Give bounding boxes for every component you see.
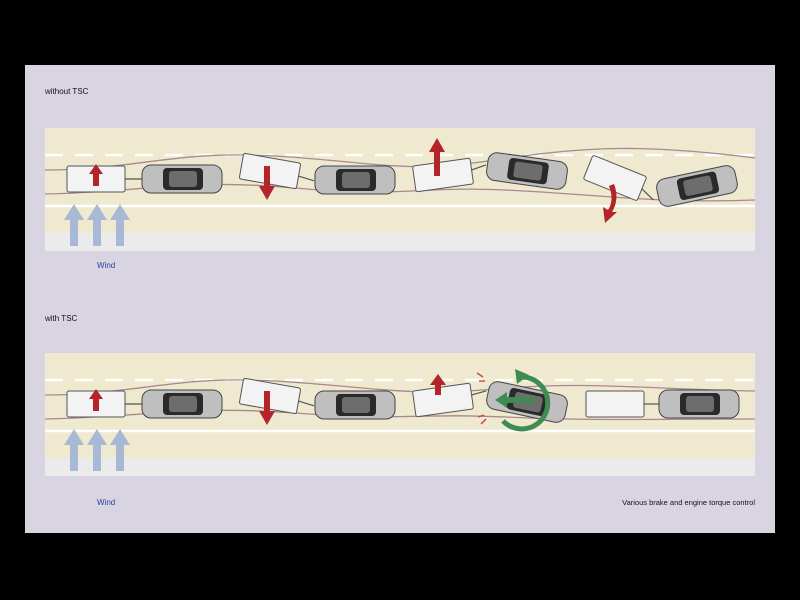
slide: without TSC	[25, 65, 775, 533]
wind-arrow-icon	[110, 204, 130, 246]
road-shoulder	[45, 233, 755, 251]
trailer-3	[412, 382, 487, 418]
trailer-4	[585, 390, 659, 418]
wind-arrows	[64, 204, 130, 246]
panel-with-tsc	[45, 353, 755, 476]
car-2	[314, 390, 396, 420]
road-diagram-with-tsc	[45, 353, 755, 476]
path-line-upper	[45, 379, 755, 396]
road-diagram-without-tsc	[45, 128, 755, 251]
green-arrow-left-icon	[495, 392, 535, 408]
red-arrow-up-icon	[430, 374, 446, 395]
car-3	[486, 152, 568, 190]
green-arrowhead-icon	[515, 369, 529, 384]
trailer-4	[583, 155, 654, 201]
wind-arrow-icon	[110, 429, 130, 471]
car-1	[141, 389, 223, 419]
panel-label-with-tsc: with TSC	[45, 314, 78, 323]
trailer-3	[412, 157, 487, 193]
panel-label-without-tsc: without TSC	[45, 87, 89, 96]
red-arrow-down-icon	[259, 391, 275, 425]
wind-arrows	[64, 429, 130, 471]
panel-without-tsc	[45, 128, 755, 251]
wind-arrow-icon	[87, 429, 107, 471]
wind-arrow-icon	[87, 204, 107, 246]
red-arrow-down-icon	[603, 184, 617, 223]
green-rotation-arrow-icon	[501, 374, 551, 432]
car-4	[658, 389, 740, 419]
car-2	[314, 165, 396, 195]
red-arrow-down-icon	[259, 166, 275, 200]
brake-marks-icon	[476, 372, 487, 425]
car-1	[141, 164, 223, 194]
car-4	[656, 165, 738, 207]
wind-label: Wind	[97, 498, 116, 507]
wind-arrow-icon	[64, 429, 84, 471]
road-shoulder	[45, 458, 755, 476]
tsc-control-note: Various brake and engine torque control	[622, 498, 755, 507]
red-arrow-up-icon	[429, 138, 445, 176]
red-arrow-up-icon	[89, 389, 103, 411]
red-arrow-up-icon	[89, 164, 103, 186]
path-line-upper	[45, 147, 755, 171]
wind-label: Wind	[97, 261, 116, 270]
wind-arrow-icon	[64, 204, 84, 246]
